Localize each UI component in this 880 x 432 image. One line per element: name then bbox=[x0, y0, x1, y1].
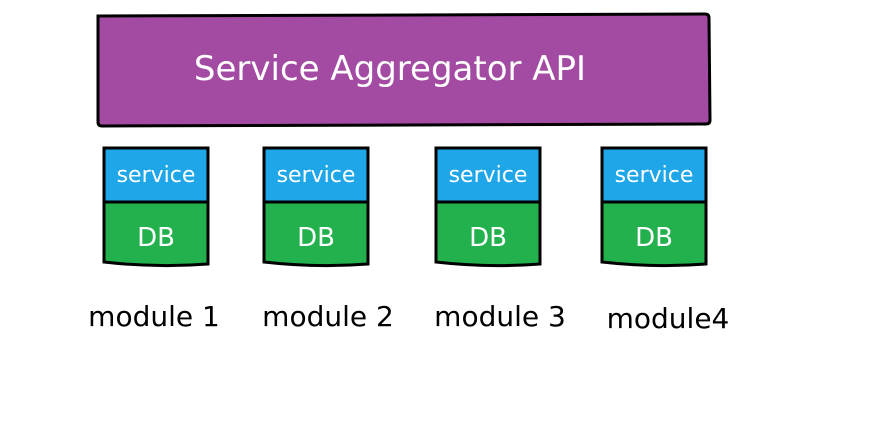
module-1: service DB module 1 bbox=[88, 146, 220, 333]
service-label: service bbox=[117, 163, 196, 188]
db-block bbox=[434, 200, 542, 268]
service-label: service bbox=[277, 163, 356, 188]
service-block bbox=[600, 146, 708, 204]
service-label: service bbox=[615, 163, 694, 188]
aggregator-label: Service Aggregator API bbox=[194, 49, 586, 89]
db-block bbox=[102, 200, 210, 268]
aggregator-api: Service Aggregator API bbox=[96, 12, 712, 128]
module-4: service DB module4 bbox=[600, 146, 730, 335]
module-name: module 3 bbox=[434, 300, 566, 333]
service-label: service bbox=[449, 163, 528, 188]
module-name: module 1 bbox=[88, 300, 220, 333]
service-block bbox=[434, 146, 542, 204]
module-3: service DB module 3 bbox=[434, 146, 566, 333]
db-label: DB bbox=[635, 223, 673, 253]
module-2: service DB module 2 bbox=[262, 146, 394, 333]
module-name: module 2 bbox=[262, 300, 394, 333]
db-label: DB bbox=[469, 223, 507, 253]
db-block bbox=[262, 200, 370, 268]
service-block bbox=[102, 146, 210, 204]
db-block bbox=[600, 200, 708, 268]
db-label: DB bbox=[297, 223, 335, 253]
module-name: module4 bbox=[607, 302, 730, 335]
db-label: DB bbox=[137, 223, 175, 253]
aggregator-box bbox=[96, 12, 712, 128]
